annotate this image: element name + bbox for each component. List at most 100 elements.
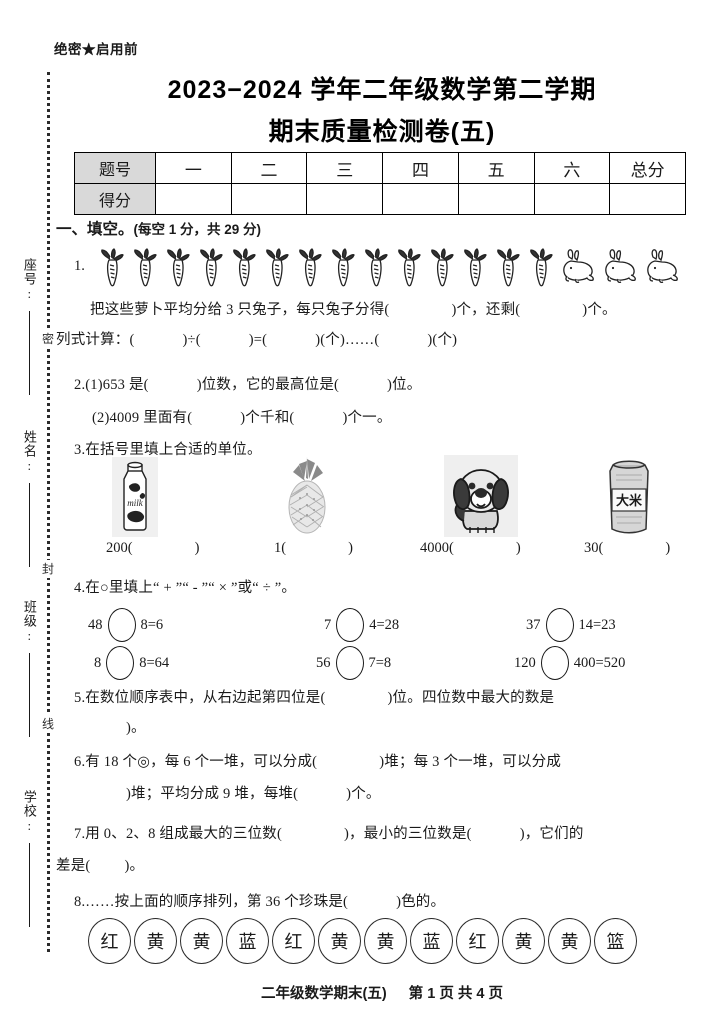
field-class-label: 班级: xyxy=(21,600,37,644)
q3-caption-1-b: ) xyxy=(348,540,353,556)
q7-line1: 7.用 0、2、8 组成最大的三位数()，最小的三位数是()，它们的 xyxy=(74,824,584,846)
score-cell-5[interactable] xyxy=(533,183,611,215)
rice-bag-image: 大米 xyxy=(601,455,657,537)
q3-caption-0-a: 200( xyxy=(106,540,133,556)
q6-line1-a: 6.有 18 个◎，每 6 个一堆，可以分成( xyxy=(74,754,318,770)
field-seat: 座号: xyxy=(14,258,44,395)
footer-page-number: 1 xyxy=(427,986,436,1002)
q4-eq-3-right: 8=64 xyxy=(139,654,170,671)
score-table-col-6: 总分 xyxy=(609,152,686,184)
carrot-icon xyxy=(393,248,424,288)
field-seat-rule xyxy=(28,310,30,395)
q4-operator-circle-5[interactable] xyxy=(540,646,569,680)
q2-line1-b: )位数，它的最高位是( xyxy=(196,377,340,393)
pineapple-image xyxy=(279,455,335,537)
q4-operator-circle-1[interactable] xyxy=(336,608,365,642)
field-school-rule xyxy=(28,842,30,927)
q4-eq-4-right: 7=8 xyxy=(368,654,392,671)
score-table-col-4: 五 xyxy=(457,152,535,184)
footer-exam-name: 二年级数学期末(五) xyxy=(261,986,387,1002)
section-points: (每空 1 分，共 29 分) xyxy=(133,222,262,237)
q4-eq-1-left: 7 xyxy=(324,616,332,633)
score-cell-6[interactable] xyxy=(609,183,686,215)
section-heading-text: 一、填空。 xyxy=(56,221,134,238)
q1-line2-b: )÷( xyxy=(182,332,201,348)
pineapple-icon xyxy=(288,457,326,534)
bead: 黄 xyxy=(548,918,591,964)
q4-operator-circle-4[interactable] xyxy=(335,646,364,680)
carrot-icon xyxy=(162,248,193,288)
score-cell-0[interactable] xyxy=(155,183,232,215)
q3-caption-3: 30() xyxy=(584,540,670,557)
q4-eq-0-left: 48 xyxy=(88,616,103,633)
q1-line2-d: )(个)……( xyxy=(315,332,380,348)
score-cell-3[interactable] xyxy=(382,183,459,215)
score-table-col-3: 四 xyxy=(382,152,459,184)
score-table-row-label-1: 得分 xyxy=(74,183,156,215)
page-title-line2: 期末质量检测卷(五) xyxy=(268,118,496,146)
rabbit-icon xyxy=(558,248,598,288)
carrot-icon xyxy=(360,248,391,288)
carrot-icon xyxy=(525,248,556,288)
seal-dotted-line xyxy=(47,72,50,952)
q4-equation-0: 48 8=6 xyxy=(88,608,163,642)
q4-eq-2-left: 37 xyxy=(526,616,541,633)
carrot-icon xyxy=(294,248,325,288)
q4-eq-1-right: 4=28 xyxy=(369,616,400,633)
q3-caption-0: 200() xyxy=(106,540,199,557)
bead: 黄 xyxy=(134,918,177,964)
score-cell-1[interactable] xyxy=(230,183,308,215)
bead: 篮 xyxy=(594,918,637,964)
footer-page-mid: 页 共 xyxy=(439,986,473,1002)
q6-line2-a: )堆；平均分成 9 堆，每堆( xyxy=(126,786,299,802)
q7-line1-b: )，最小的三位数是( xyxy=(344,826,472,842)
q1-line1-c: )个。 xyxy=(582,302,617,318)
bead: 蓝 xyxy=(226,918,269,964)
rice-bag-icon: 大米 xyxy=(609,460,649,534)
q1-line2-a: 列式计算：( xyxy=(56,332,135,348)
carrot-icon xyxy=(261,248,292,288)
q8-line: 8.……按上面的顺序排列，第 36 个珍珠是()色的。 xyxy=(74,892,445,914)
q4-prompt: 4.在○里填上“ + ”“ - ”“ × ”或“ ÷ ”。 xyxy=(74,580,297,596)
q6-line2: )堆；平均分成 9 堆，每堆( )个。 xyxy=(92,784,381,806)
field-student-name-label: 姓名: xyxy=(21,430,37,474)
score-cell-4[interactable] xyxy=(457,183,535,215)
q3-image-row: milk xyxy=(74,455,694,537)
q7-line2-b: )。 xyxy=(124,858,145,874)
carrot-icon xyxy=(195,248,226,288)
q4-operator-circle-2[interactable] xyxy=(545,608,574,642)
score-table-header-row: 题号 一 二 三 四 五 六 总分 xyxy=(74,152,686,184)
bead: 红 xyxy=(88,918,131,964)
carrot-icon xyxy=(228,248,259,288)
dog-icon xyxy=(444,455,518,537)
q1-line1-a: 把这些萝卜平均分给 3 只兔子，每只兔子分得( xyxy=(90,302,390,318)
footer-page-total: 4 xyxy=(476,986,485,1002)
q4-eq-0-right: 8=6 xyxy=(140,616,164,633)
q3-caption-2: 4000() xyxy=(420,540,521,557)
q3-caption-3-b: ) xyxy=(665,540,671,556)
carrot-icon xyxy=(327,248,358,288)
bead: 红 xyxy=(272,918,315,964)
q5-line2: )。 xyxy=(92,718,146,740)
q4-eq-5-left: 120 xyxy=(514,654,536,671)
bead: 黄 xyxy=(318,918,361,964)
q5-line1-b: )位。四位数中最大的数是 xyxy=(387,690,555,706)
q4-operator-circle-0[interactable] xyxy=(107,608,136,642)
field-student-name: 姓名: xyxy=(14,430,44,567)
field-school-label: 学校: xyxy=(21,790,37,834)
score-table: 题号 一 二 三 四 五 六 总分 得分 xyxy=(74,152,686,215)
bead: 黄 xyxy=(502,918,545,964)
milk-bottle-icon: milk xyxy=(112,457,158,537)
score-cell-2[interactable] xyxy=(306,183,384,215)
q4-operator-circle-3[interactable] xyxy=(106,646,135,680)
carrot-icon xyxy=(492,248,523,288)
q6-line2-b: )个。 xyxy=(346,786,381,802)
section-heading: 一、填空。(每空 1 分，共 29 分) xyxy=(56,217,261,239)
page-footer: 二年级数学期末(五)第 1 页 共 4 页 xyxy=(72,982,692,1003)
bead: 黄 xyxy=(180,918,223,964)
q3-caption-1: 1() xyxy=(274,540,353,557)
